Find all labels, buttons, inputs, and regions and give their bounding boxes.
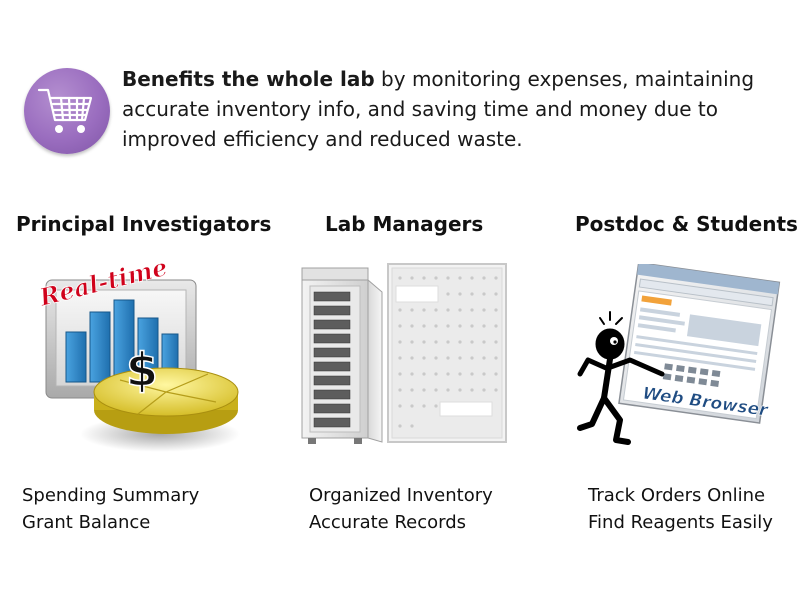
caption-pi-line1: Spending Summary (22, 485, 200, 506)
freezer (301, 267, 383, 444)
storage-box-grid (387, 263, 507, 443)
caption-pi-line2: Grant Balance (22, 512, 151, 533)
dollar-sign: $ (126, 343, 158, 397)
caption-pi: Spending Summary Grant Balance (22, 482, 199, 536)
header-line2: accurate inventory info, and saving time… (122, 97, 718, 121)
stick-figure (577, 311, 665, 445)
shopping-cart-icon (37, 88, 93, 133)
browser-window: Web Browser (618, 264, 781, 424)
caption-postdoc-line2: Find Reagents Easily (588, 512, 773, 533)
header-text: Benefits the whole lab by monitoring exp… (122, 64, 772, 154)
real-time-spending-illustration: Real-time $ (35, 262, 240, 452)
caption-postdoc: Track Orders Online Find Reagents Easily (588, 482, 773, 536)
caption-lm-line1: Organized Inventory (309, 485, 493, 506)
header-lead: Benefits the whole lab (122, 67, 375, 91)
header-line1-rest: by monitoring expenses, maintaining (374, 67, 755, 91)
web-browser-illustration: Web Browser (577, 264, 781, 445)
column-title-postdoc: Postdoc & Students (575, 212, 798, 236)
inventory-illustration (301, 263, 507, 444)
header-section: Benefits the whole lab by monitoring exp… (24, 62, 784, 162)
coin-stack (93, 367, 239, 434)
cart-badge (24, 68, 110, 154)
header-line3: improved efficiency and reduced waste. (122, 127, 523, 151)
caption-postdoc-line1: Track Orders Online (588, 485, 766, 506)
column-title-lab-managers: Lab Managers (325, 212, 484, 236)
caption-lm-line2: Accurate Records (309, 512, 467, 533)
column-title-pi: Principal Investigators (16, 212, 272, 236)
caption-lab-managers: Organized Inventory Accurate Records (309, 482, 493, 536)
